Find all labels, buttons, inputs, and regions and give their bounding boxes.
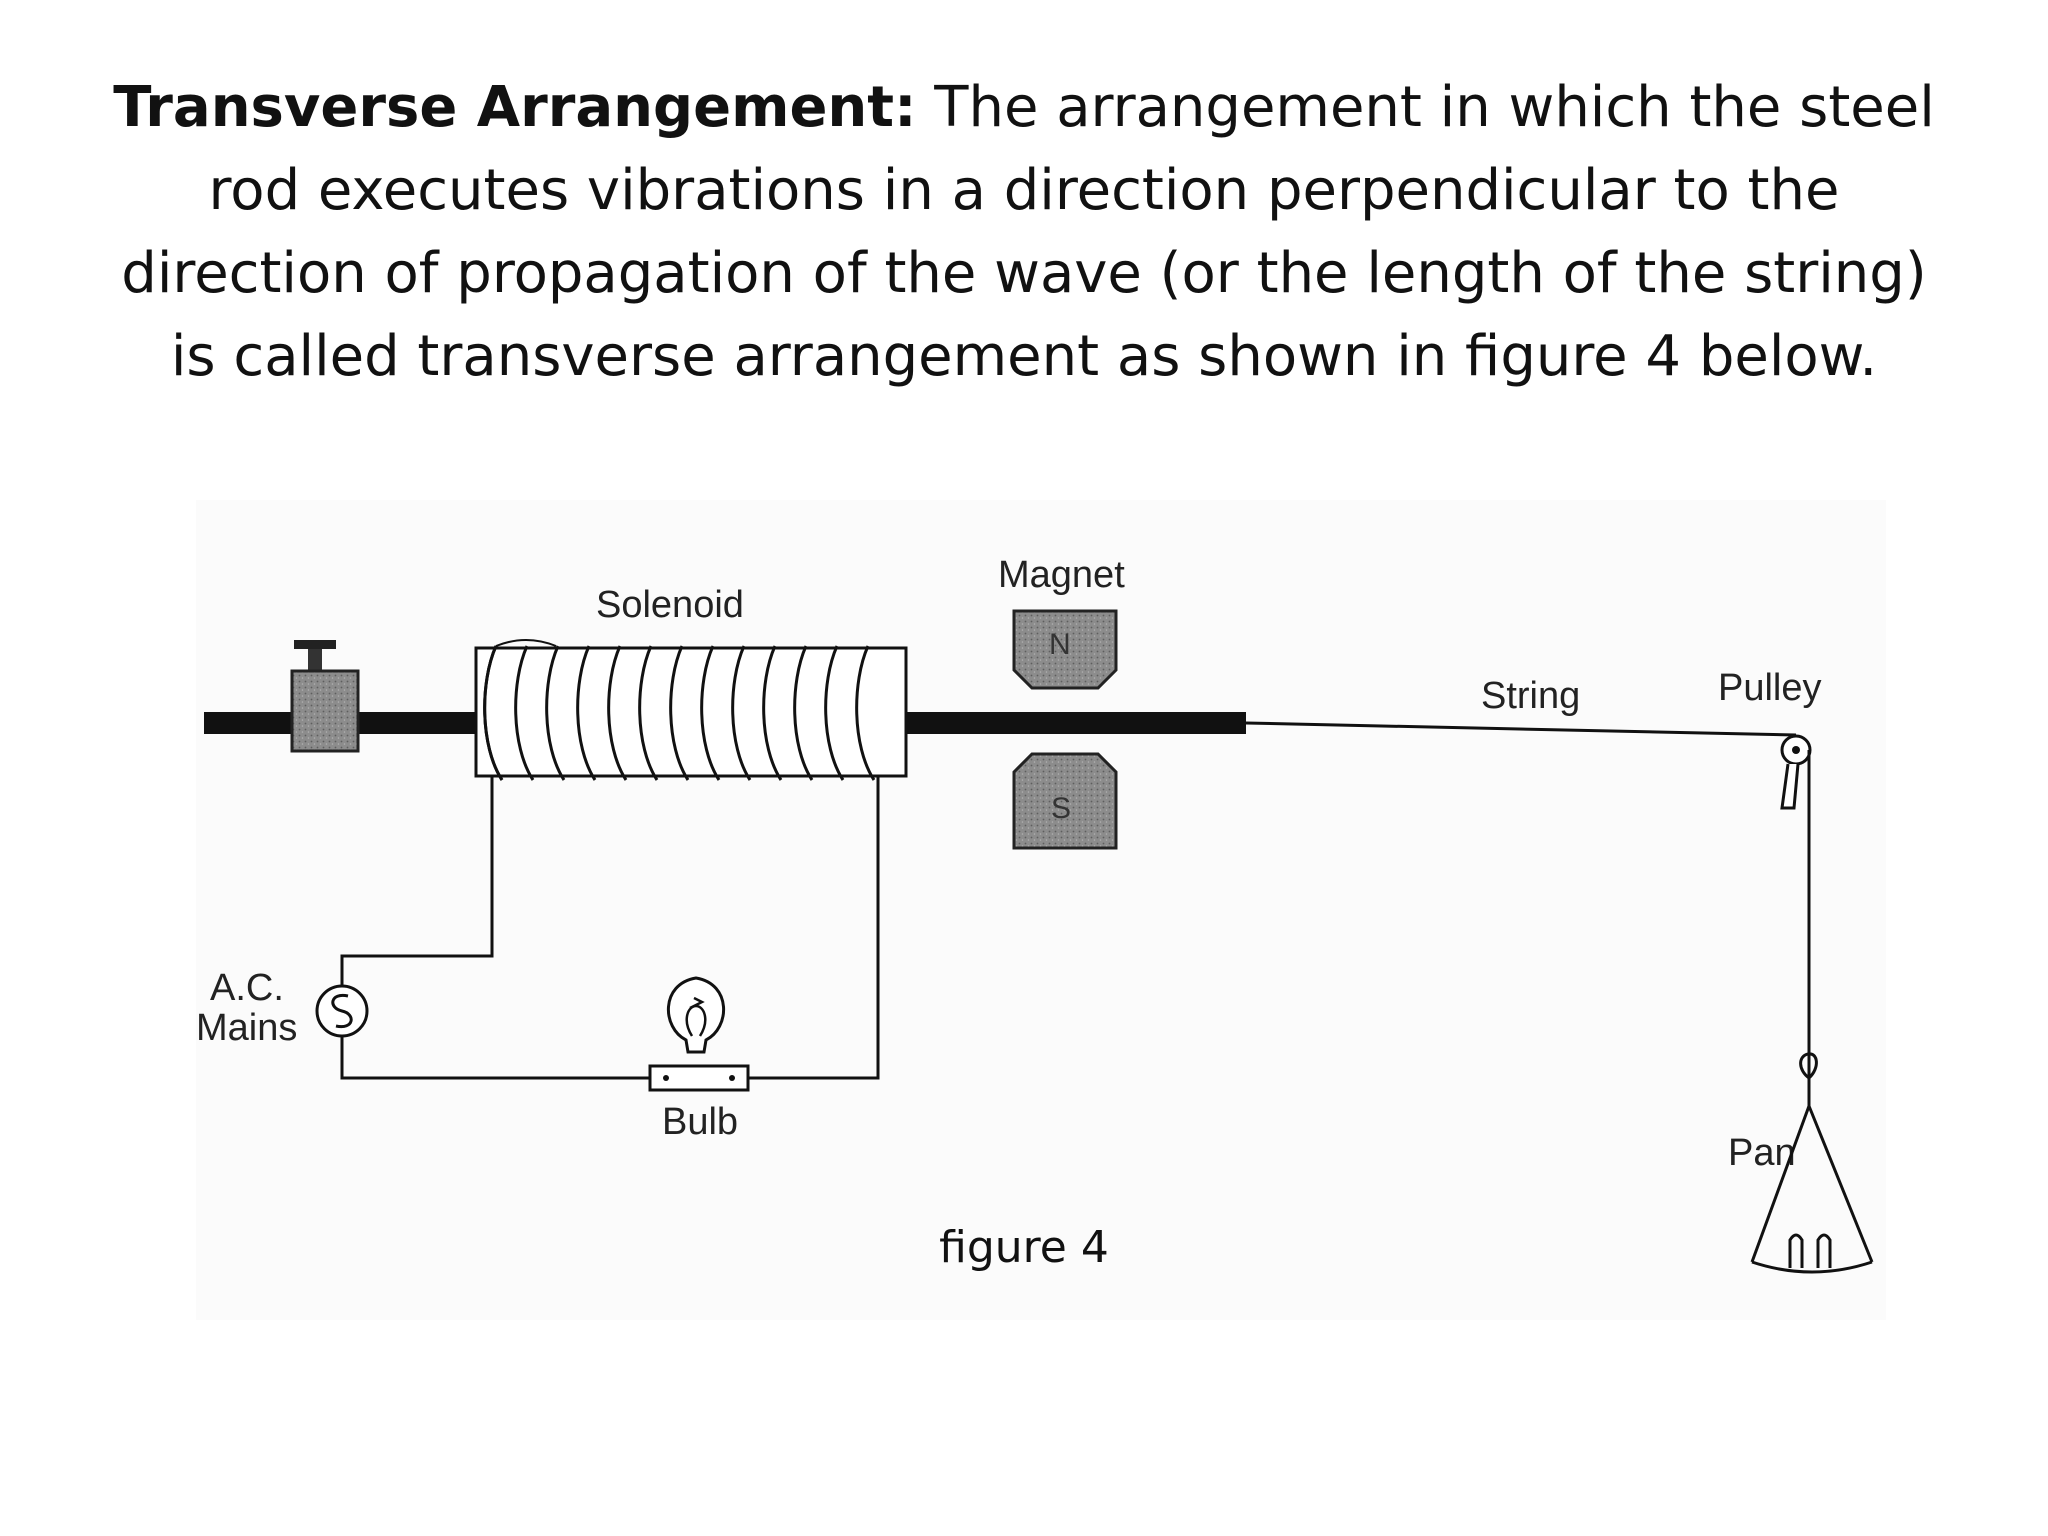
ac-mains-label-line2: Mains (196, 1007, 297, 1049)
bulb-icon (648, 976, 750, 1092)
figure-caption: figure 4 (939, 1222, 1109, 1273)
pan-label: Pan (1728, 1132, 1796, 1174)
heading-lead: Transverse Arrangement: (113, 75, 917, 140)
wire-left (340, 776, 494, 986)
clamp-icon (290, 640, 360, 753)
magnet-label: Magnet (998, 554, 1125, 596)
circuit-diagram-svg: Solenoid Magnet N S String Pulley Pan (196, 554, 1874, 1274)
figure-4-diagram: Solenoid Magnet N S String Pulley Pan (196, 500, 1886, 1320)
wire-bulb-to-solenoid (748, 776, 880, 1080)
pulley-icon (1780, 734, 1812, 810)
wire-ac-to-bulb (340, 1036, 650, 1080)
slide-heading: Transverse Arrangement: The arrangement … (100, 66, 1948, 398)
string-label: String (1481, 675, 1580, 717)
string-line (1245, 721, 1797, 737)
south-pole-label: S (1051, 792, 1071, 825)
north-pole-label: N (1049, 628, 1071, 661)
pan-hook (1799, 1052, 1818, 1106)
pulley-label: Pulley (1718, 667, 1822, 709)
magnet-south-pole: S (1012, 752, 1118, 850)
pan-icon (1750, 1105, 1874, 1274)
ac-source-icon (315, 984, 369, 1038)
magnet-north-pole: N (1012, 609, 1118, 690)
ac-mains-label-line1: A.C. (210, 967, 284, 1009)
solenoid-coil (474, 639, 908, 782)
heading-body: The arrangement in which the steel rod e… (121, 75, 1935, 389)
bulb-label: Bulb (662, 1101, 738, 1143)
solenoid-label: Solenoid (596, 584, 744, 626)
